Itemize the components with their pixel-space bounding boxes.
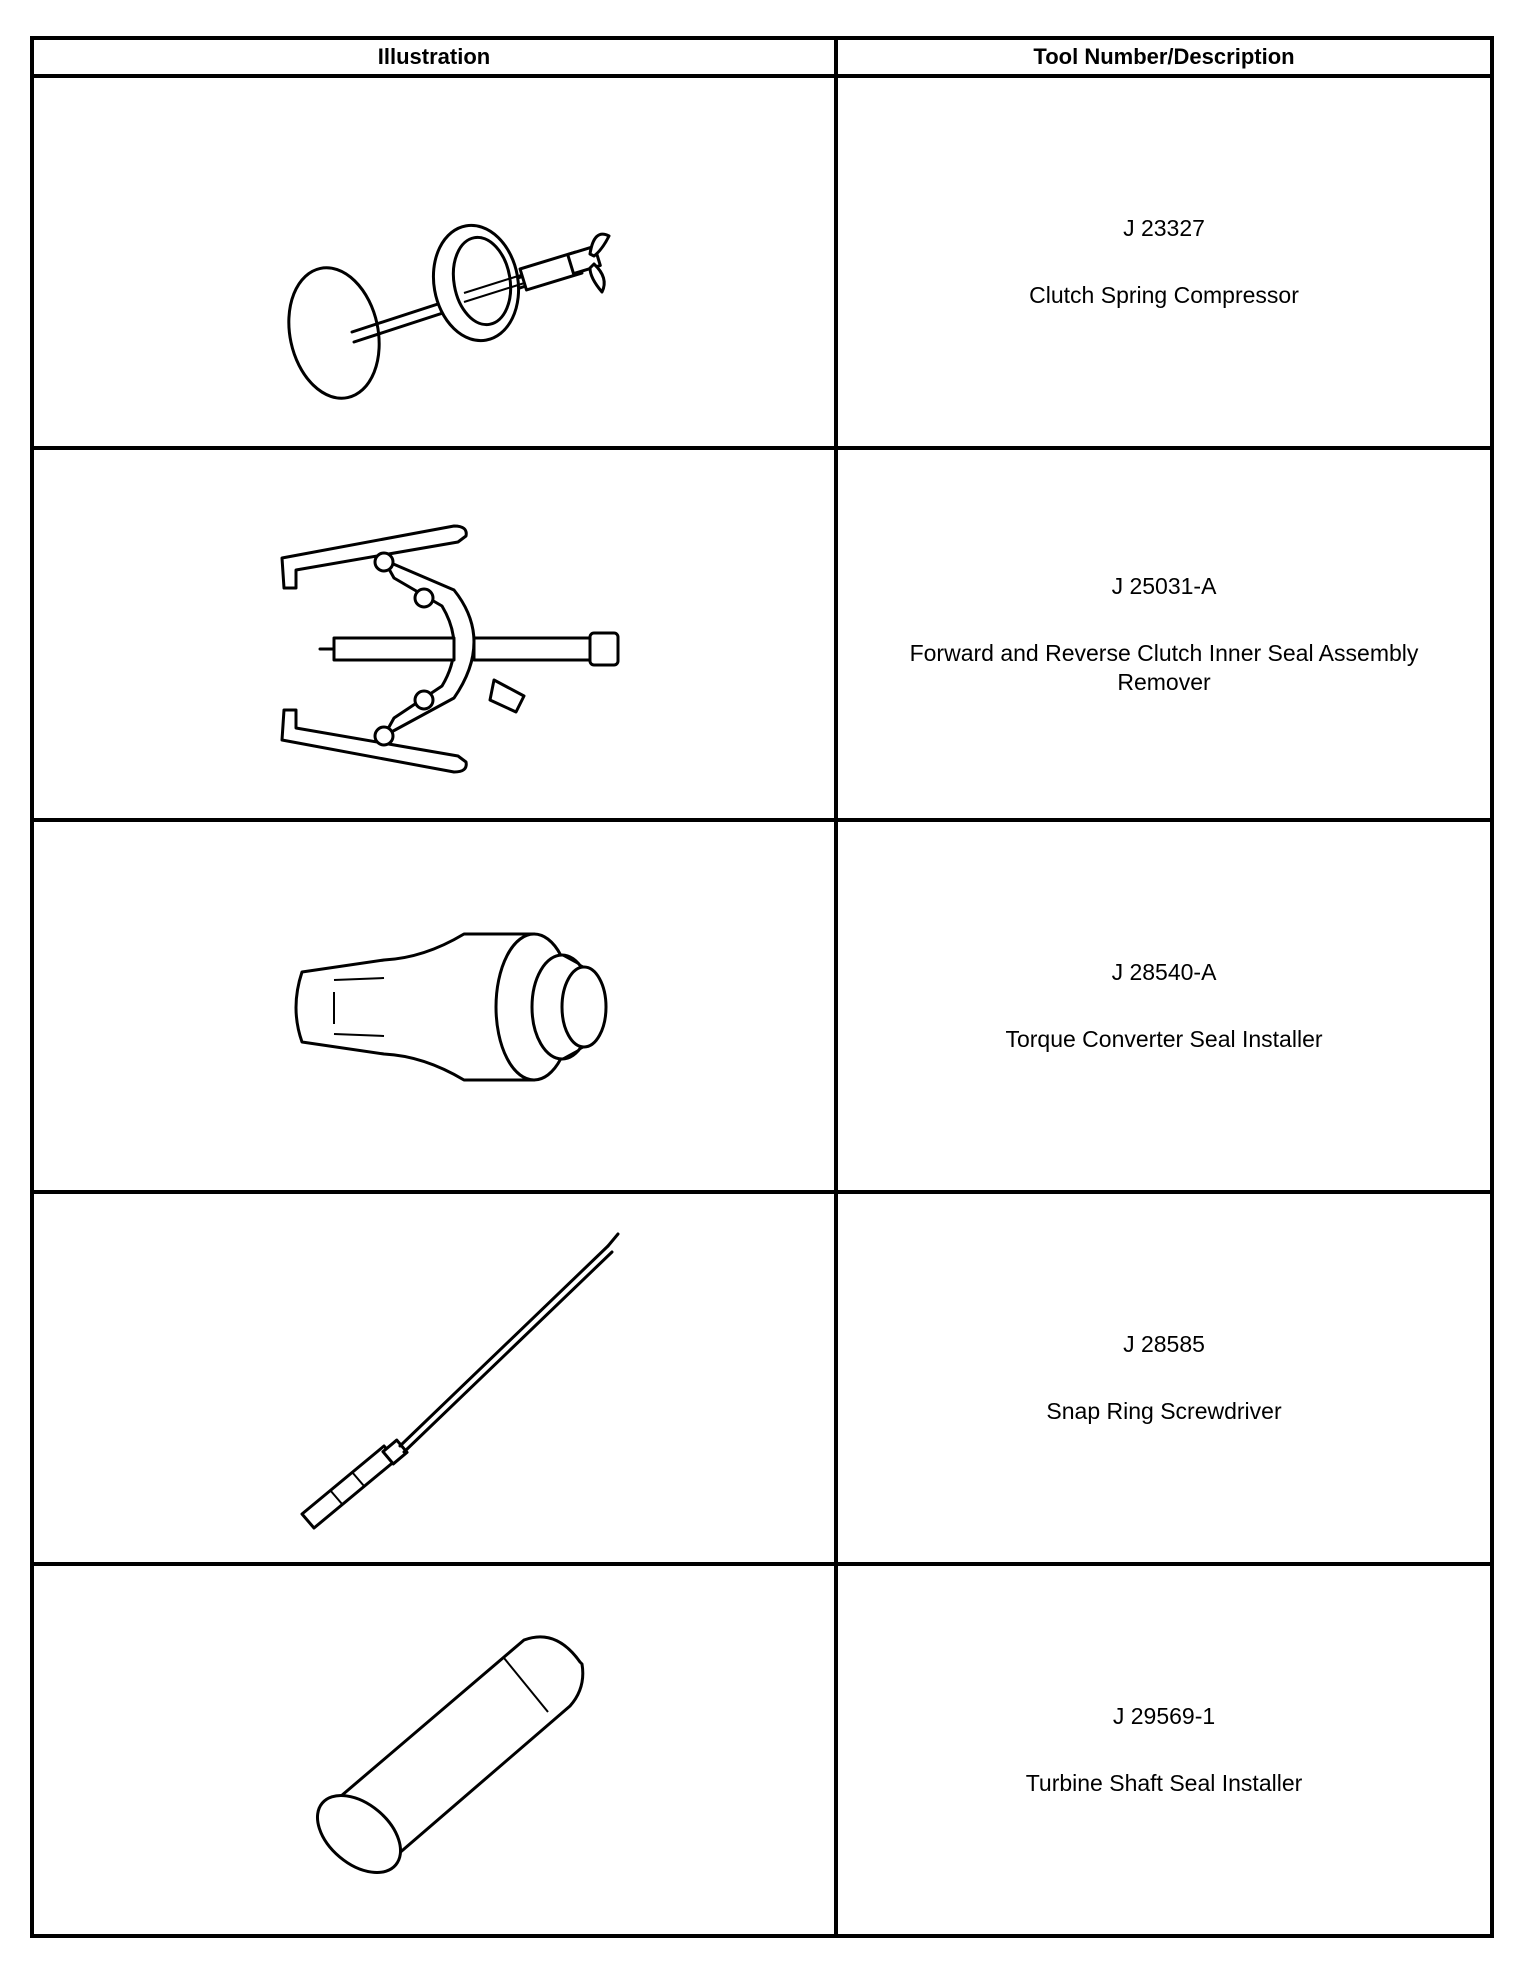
seal-remover-puller-icon [280,524,620,774]
tool-description: Clutch Spring Compressor [1029,282,1299,308]
tool-number: J 29569-1 [1112,1703,1216,1729]
tool-cell: J 28585 Snap Ring Screwdriver [834,1190,1494,1566]
clutch-spring-compressor-icon [287,223,611,400]
illustration-cell [30,446,838,822]
tool-header: Tool Number/Description [834,36,1494,78]
table-row: J 23327 Clutch Spring Compressor [30,74,1494,450]
seal-installer-icon [294,932,608,1082]
tool-cell: J 29569-1 Turbine Shaft Seal Installer [834,1562,1494,1938]
table-row: J 28540-A Torque Converter Seal Installe… [30,818,1494,1194]
illustration-cell [30,818,838,1194]
table-row: J 28585 Snap Ring Screwdriver [30,1190,1494,1566]
shaft-seal-installer-icon [315,1635,585,1874]
tool-description: Forward and Reverse Clutch Inner Seal As… [909,639,1419,695]
snap-ring-screwdriver-icon [300,1232,620,1530]
tool-number: J 25031-A [1111,572,1217,599]
table-header-row: Illustration Tool Number/Description [30,36,1494,78]
table-row: J 29569-1 Turbine Shaft Seal Installer [30,1562,1494,1938]
tool-cell: J 28540-A Torque Converter Seal Installe… [834,818,1494,1194]
illustration-header: Illustration [30,36,838,78]
tool-cell: J 25031-A Forward and Reverse Clutch Inn… [834,446,1494,822]
tool-description: Torque Converter Seal Installer [1005,1026,1323,1052]
tool-cell: J 23327 Clutch Spring Compressor [834,74,1494,450]
illustration-cell [30,1562,838,1938]
special-tools-table: Illustration Tool Number/Description [30,36,1494,1938]
tool-number: J 28585 [1123,1331,1205,1357]
table-row: J 25031-A Forward and Reverse Clutch Inn… [30,446,1494,822]
illustration-cell [30,1190,838,1566]
tool-number: J 23327 [1123,215,1205,241]
tool-description: Snap Ring Screwdriver [1046,1398,1282,1424]
tool-number: J 28540-A [1111,959,1217,985]
illustration-cell [30,74,838,450]
tool-description: Turbine Shaft Seal Installer [1025,1770,1303,1796]
